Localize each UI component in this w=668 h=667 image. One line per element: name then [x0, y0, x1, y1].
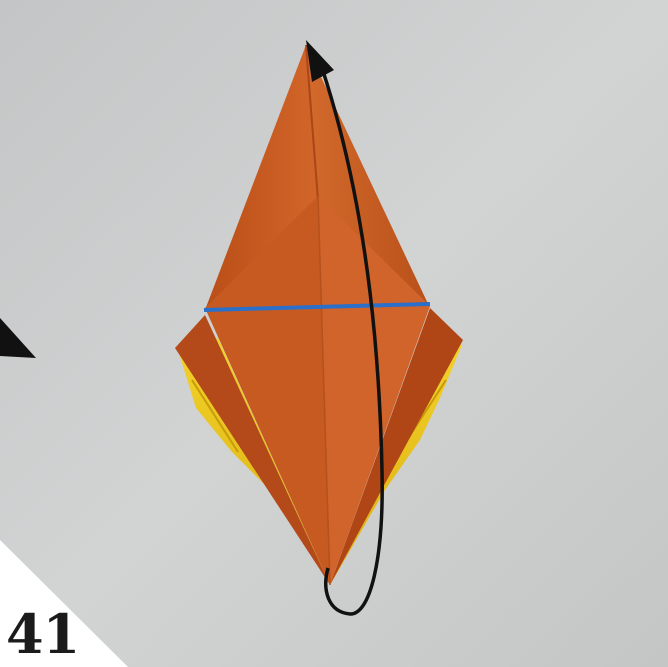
- step-number: 41: [6, 604, 79, 664]
